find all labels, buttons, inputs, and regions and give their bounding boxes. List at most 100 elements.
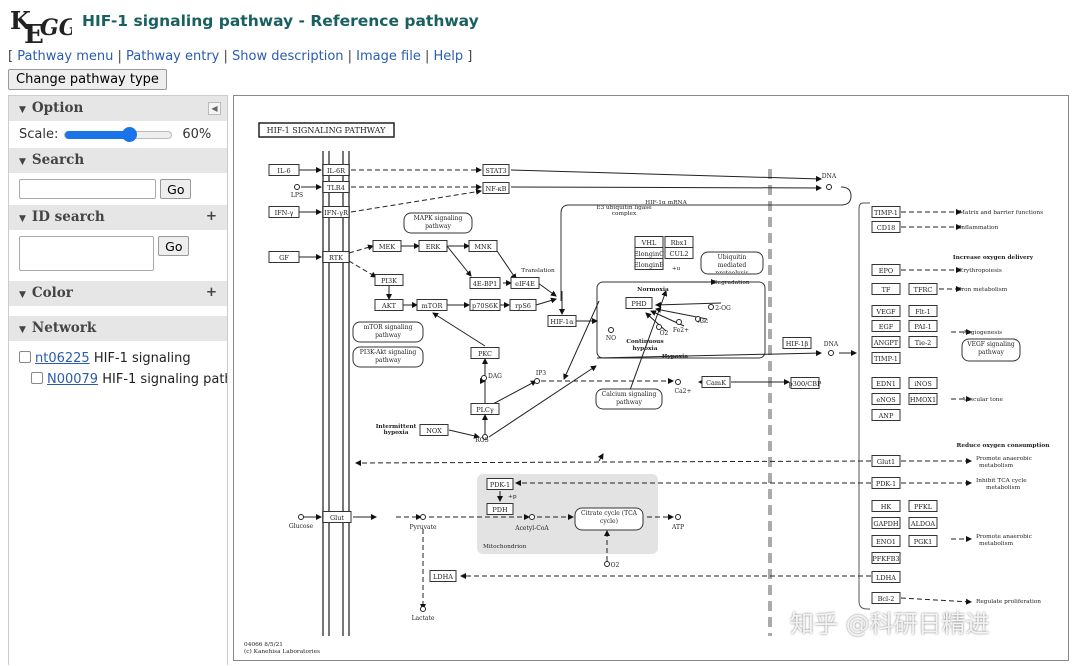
link-pathway-entry[interactable]: Pathway entry	[126, 49, 220, 64]
gene-node[interactable]: AKT	[374, 299, 404, 311]
gene-node[interactable]: PKC	[470, 347, 500, 359]
gene-node[interactable]: Glut	[322, 511, 352, 523]
gene-node[interactable]: STAT3	[482, 164, 510, 176]
gene-node[interactable]: CD18	[871, 221, 901, 233]
gene-node[interactable]: Rbx1	[664, 236, 694, 248]
compound-node[interactable]	[604, 561, 610, 567]
gene-node[interactable]: ElonginC	[634, 247, 664, 259]
option-header[interactable]: ▼Option◀	[9, 96, 227, 121]
color-header[interactable]: ▼Color+	[9, 281, 227, 306]
gene-node[interactable]: CamK	[701, 376, 731, 388]
compound-node[interactable]	[608, 327, 614, 333]
gene-node[interactable]: VEGF	[871, 305, 901, 317]
gene-node[interactable]: LDHA	[871, 571, 901, 583]
compound-node[interactable]	[676, 319, 682, 325]
gene-node[interactable]: TF	[871, 283, 901, 295]
gene-node[interactable]: MEK	[372, 240, 402, 252]
pathway-map-link[interactable]: mTOR signaling pathway	[352, 321, 424, 343]
gene-node[interactable]: eIF4E	[510, 277, 540, 289]
gene-node[interactable]: GAPDH	[871, 517, 901, 529]
gene-node[interactable]: TIMP-1	[871, 206, 901, 218]
gene-node[interactable]: TFRC	[908, 283, 938, 295]
search-header[interactable]: ▼Search	[9, 148, 227, 173]
gene-node[interactable]: PLCγ	[470, 403, 500, 415]
gene-node[interactable]: TLR4	[322, 181, 350, 193]
compound-node[interactable]	[826, 184, 832, 190]
compound-node[interactable]	[675, 514, 681, 520]
plus-icon[interactable]: +	[205, 208, 217, 224]
network-id-link[interactable]: nt06225	[35, 351, 90, 366]
network-id-link[interactable]: N00079	[47, 372, 99, 387]
link-help[interactable]: Help	[433, 49, 464, 64]
gene-node[interactable]: NOX	[419, 424, 449, 436]
gene-node[interactable]: HIF-1α	[547, 315, 577, 327]
gene-node[interactable]: PAI-1	[908, 320, 938, 332]
plus-icon[interactable]: +	[205, 284, 217, 300]
search-input[interactable]	[19, 179, 156, 199]
compound-node[interactable]	[534, 378, 540, 384]
compound-node[interactable]	[420, 514, 426, 520]
gene-node[interactable]: PDK-1	[486, 478, 514, 490]
gene-node[interactable]: PI3K	[374, 274, 404, 286]
compound-node[interactable]	[294, 184, 300, 190]
gene-node[interactable]: VHL	[634, 236, 664, 248]
gene-node[interactable]: iNOS	[908, 377, 938, 389]
gene-node[interactable]: MNK	[468, 240, 498, 252]
gene-node[interactable]: ANP	[871, 409, 901, 421]
compound-node[interactable]	[708, 304, 714, 310]
pathway-map-link[interactable]: VEGF signaling pathway	[961, 338, 1021, 362]
id-search-go-button[interactable]: Go	[158, 236, 190, 256]
gene-node[interactable]: p70S6K	[469, 299, 501, 311]
link-image-file[interactable]: Image file	[356, 49, 421, 64]
id-search-header[interactable]: ▼ID search+	[9, 205, 227, 230]
gene-node[interactable]: Tie-2	[908, 336, 938, 348]
network-checkbox[interactable]	[19, 351, 31, 363]
gene-node[interactable]: HMOX1	[908, 393, 938, 405]
gene-node[interactable]: IFN-γ	[268, 206, 300, 218]
gene-node[interactable]: LDHA	[429, 570, 457, 582]
gene-node[interactable]: 4E-BP1	[469, 277, 501, 289]
pathway-map-link[interactable]: Citrate cycle (TCA cycle)	[574, 507, 644, 531]
link-show-description[interactable]: Show description	[232, 49, 344, 64]
gene-node[interactable]: PDH	[486, 503, 514, 515]
compound-node[interactable]	[482, 434, 488, 440]
gene-node[interactable]: eNOS	[871, 393, 901, 405]
link-pathway-menu[interactable]: Pathway menu	[17, 49, 114, 64]
gene-node[interactable]: ERK	[418, 240, 448, 252]
change-pathway-type-button[interactable]: Change pathway type	[8, 69, 167, 90]
gene-node[interactable]: HIF-1β	[782, 337, 812, 349]
gene-node[interactable]: rpS6	[509, 299, 537, 311]
kegg-logo[interactable]: K E GG	[10, 5, 72, 45]
gene-node[interactable]: HK	[871, 500, 901, 512]
compound-node[interactable]	[675, 379, 681, 385]
compound-node[interactable]	[529, 514, 535, 520]
gene-node[interactable]: GF	[268, 251, 300, 263]
gene-node[interactable]: IFN-γR	[322, 206, 350, 218]
scale-slider[interactable]	[64, 126, 173, 142]
collapse-left-icon[interactable]: ◀	[208, 102, 221, 115]
gene-node[interactable]: Glut1	[871, 455, 901, 467]
gene-node[interactable]: IL-6R	[322, 164, 350, 176]
gene-node[interactable]: p300/CBP	[789, 377, 823, 389]
gene-node[interactable]: EPO	[871, 264, 901, 276]
gene-node[interactable]: RTK	[322, 251, 350, 263]
gene-node[interactable]: NF-κB	[482, 182, 510, 194]
id-search-input[interactable]	[19, 236, 154, 271]
compound-node[interactable]	[695, 316, 701, 322]
gene-node[interactable]: TIMP-1	[871, 352, 901, 364]
pathway-map-link[interactable]: Ubiquitin mediated proteolysis	[700, 251, 764, 275]
search-go-button[interactable]: Go	[160, 179, 192, 199]
slider-knob[interactable]	[121, 126, 137, 142]
gene-node[interactable]: EDN1	[871, 377, 901, 389]
gene-node[interactable]: ANGPT	[871, 336, 901, 348]
network-checkbox[interactable]	[31, 372, 43, 384]
pathway-map-link[interactable]: MAPK signaling pathway	[403, 212, 473, 234]
pathway-map-link[interactable]: Calcium signaling pathway	[595, 388, 663, 410]
gene-node[interactable]: PDK-1	[871, 477, 901, 489]
compound-node[interactable]	[420, 606, 426, 612]
gene-node[interactable]: ENO1	[871, 535, 901, 547]
compound-node[interactable]	[656, 324, 662, 330]
gene-node[interactable]: PGK1	[908, 535, 938, 547]
